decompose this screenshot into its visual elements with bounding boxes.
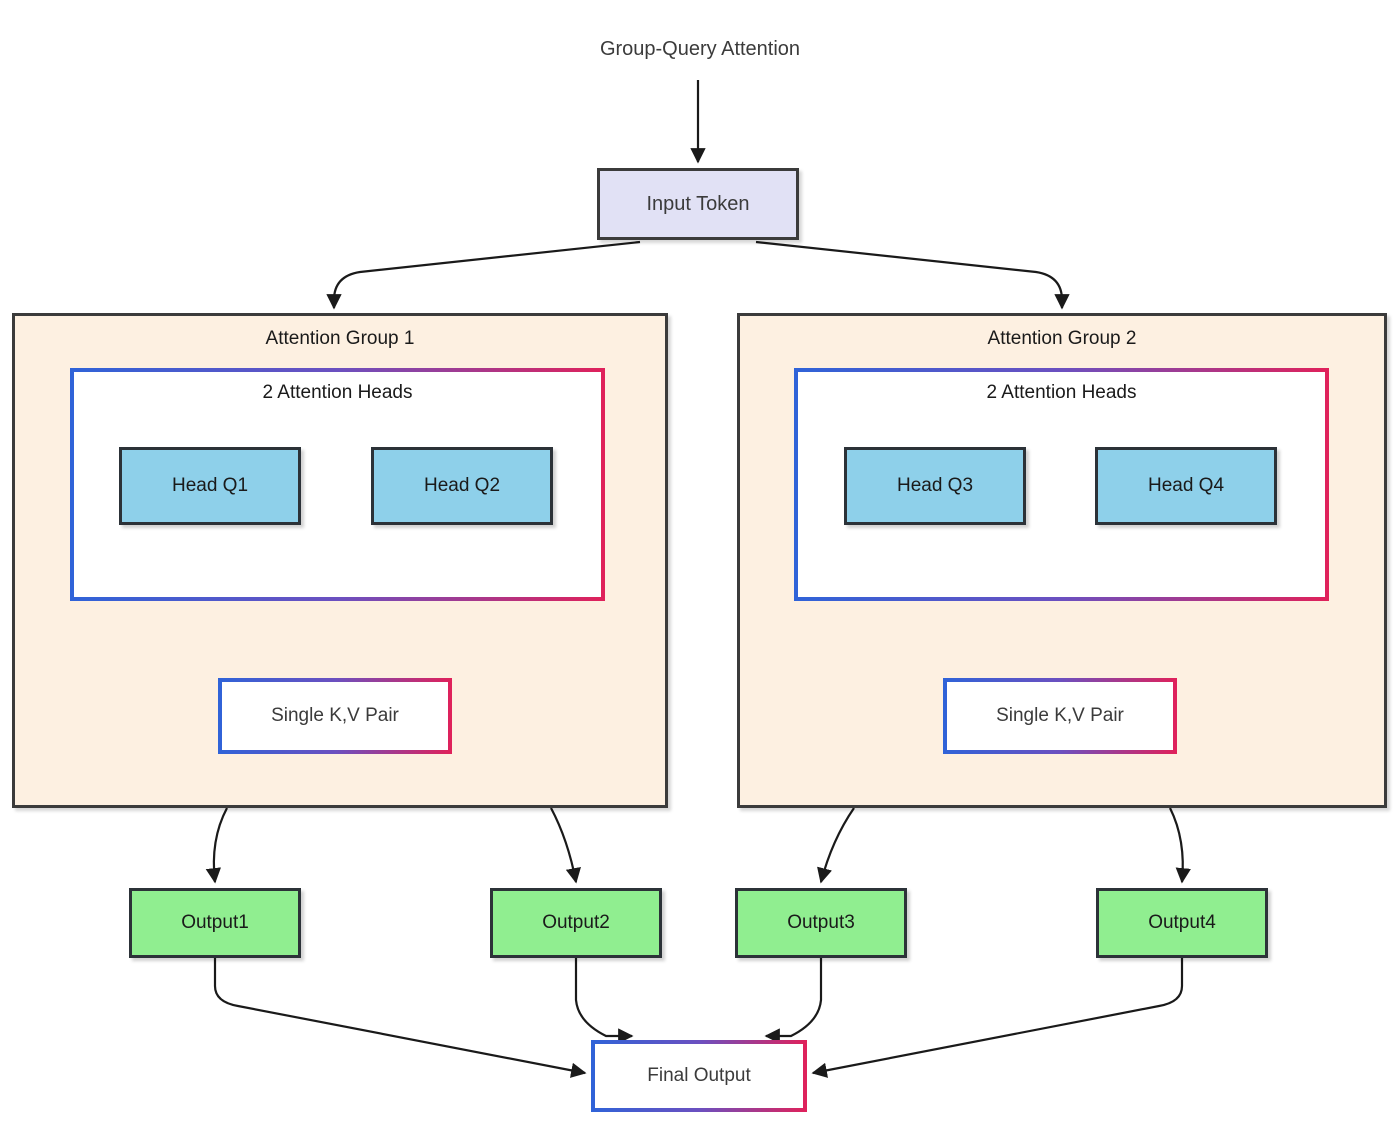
output4-node[interactable]: Output4 [1096, 888, 1268, 958]
output2-label: Output2 [542, 912, 610, 933]
attention-group-1-title: Attention Group 1 [265, 328, 415, 349]
head-q3-node[interactable]: Head Q3 [844, 447, 1026, 525]
head-q2-node[interactable]: Head Q2 [371, 447, 553, 525]
edge-group2-to-output3 [817, 807, 855, 884]
edge-output2-to-final [574, 958, 634, 1044]
head-q3-label: Head Q3 [896, 475, 974, 496]
attention-heads-group2-title: 2 Attention Heads [986, 382, 1137, 403]
page-title: Group-Query Attention [599, 38, 801, 60]
output1-node[interactable]: Output1 [129, 888, 301, 958]
kv-pair-group1-label: Single K,V Pair [271, 705, 399, 726]
output2-node[interactable]: Output2 [490, 888, 662, 958]
head-q1-node[interactable]: Head Q1 [119, 447, 301, 525]
kv-pair-group2-label: Single K,V Pair [996, 705, 1124, 726]
edge-input-to-group2 [755, 240, 1070, 310]
edge-output4-to-final [811, 958, 1184, 1078]
head-q4-node[interactable]: Head Q4 [1095, 447, 1277, 525]
attention-heads-group1-title: 2 Attention Heads [262, 382, 413, 403]
kv-pair-group2[interactable]: Single K,V Pair [943, 678, 1177, 754]
head-q2-label: Head Q2 [423, 475, 501, 496]
edge-input-to-group1 [326, 240, 641, 310]
output3-label: Output3 [787, 912, 855, 933]
edge-group1-to-output1 [205, 807, 228, 884]
attention-group-2-title: Attention Group 2 [987, 328, 1137, 349]
kv-pair-group1[interactable]: Single K,V Pair [218, 678, 452, 754]
output3-node[interactable]: Output3 [735, 888, 907, 958]
input-token-label: Input Token [646, 192, 750, 215]
output4-label: Output4 [1148, 912, 1216, 933]
final-output-node[interactable]: Final Output [591, 1040, 807, 1112]
edge-output3-to-final [764, 958, 823, 1044]
input-token-node[interactable]: Input Token [597, 168, 799, 240]
output1-label: Output1 [181, 912, 249, 933]
final-output-label: Final Output [647, 1065, 751, 1086]
head-q4-label: Head Q4 [1147, 475, 1225, 496]
edge-group1-to-output2 [550, 807, 581, 884]
edge-group2-to-output4 [1169, 807, 1191, 884]
edge-output1-to-final [213, 958, 587, 1078]
head-q1-label: Head Q1 [171, 475, 249, 496]
